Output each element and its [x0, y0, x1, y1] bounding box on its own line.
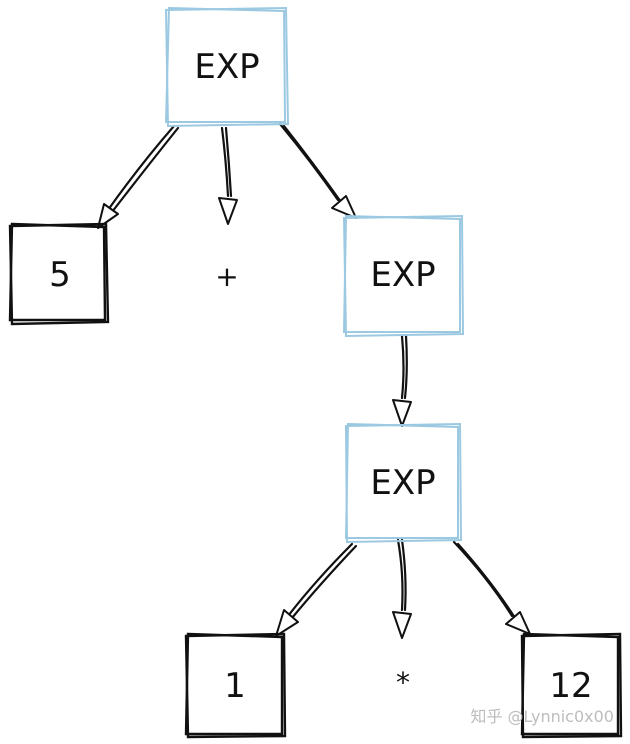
node-exp-mid: EXP: [342, 214, 465, 338]
node-root-exp: EXP: [164, 6, 290, 128]
node-terminal-12-label: 12: [549, 666, 592, 706]
node-exp-mid-label: EXP: [370, 255, 435, 295]
edge-exp-low-to-1: [275, 542, 358, 637]
edge-root-to-plus: [218, 126, 238, 225]
node-terminal-1-label: 1: [224, 666, 246, 706]
node-exp-low-label: EXP: [370, 463, 435, 503]
operator-star: *: [396, 666, 410, 699]
edge-root-to-5: [97, 124, 180, 229]
edge-exp-mid-to-exp-low: [392, 334, 412, 427]
node-terminal-1: 1: [184, 632, 287, 739]
node-exp-low: EXP: [344, 422, 463, 544]
operator-plus: +: [215, 260, 238, 293]
edge-exp-low-to-star: [392, 538, 412, 639]
node-terminal-5-label: 5: [49, 255, 71, 295]
node-terminal-12: 12: [520, 632, 623, 739]
node-root-exp-label: EXP: [194, 47, 259, 87]
edge-root-to-exp-mid: [278, 122, 357, 219]
edge-exp-low-to-12: [452, 540, 531, 635]
watermark-text: 知乎 @Lynnic0x00: [470, 707, 614, 726]
node-terminal-5: 5: [8, 222, 110, 326]
